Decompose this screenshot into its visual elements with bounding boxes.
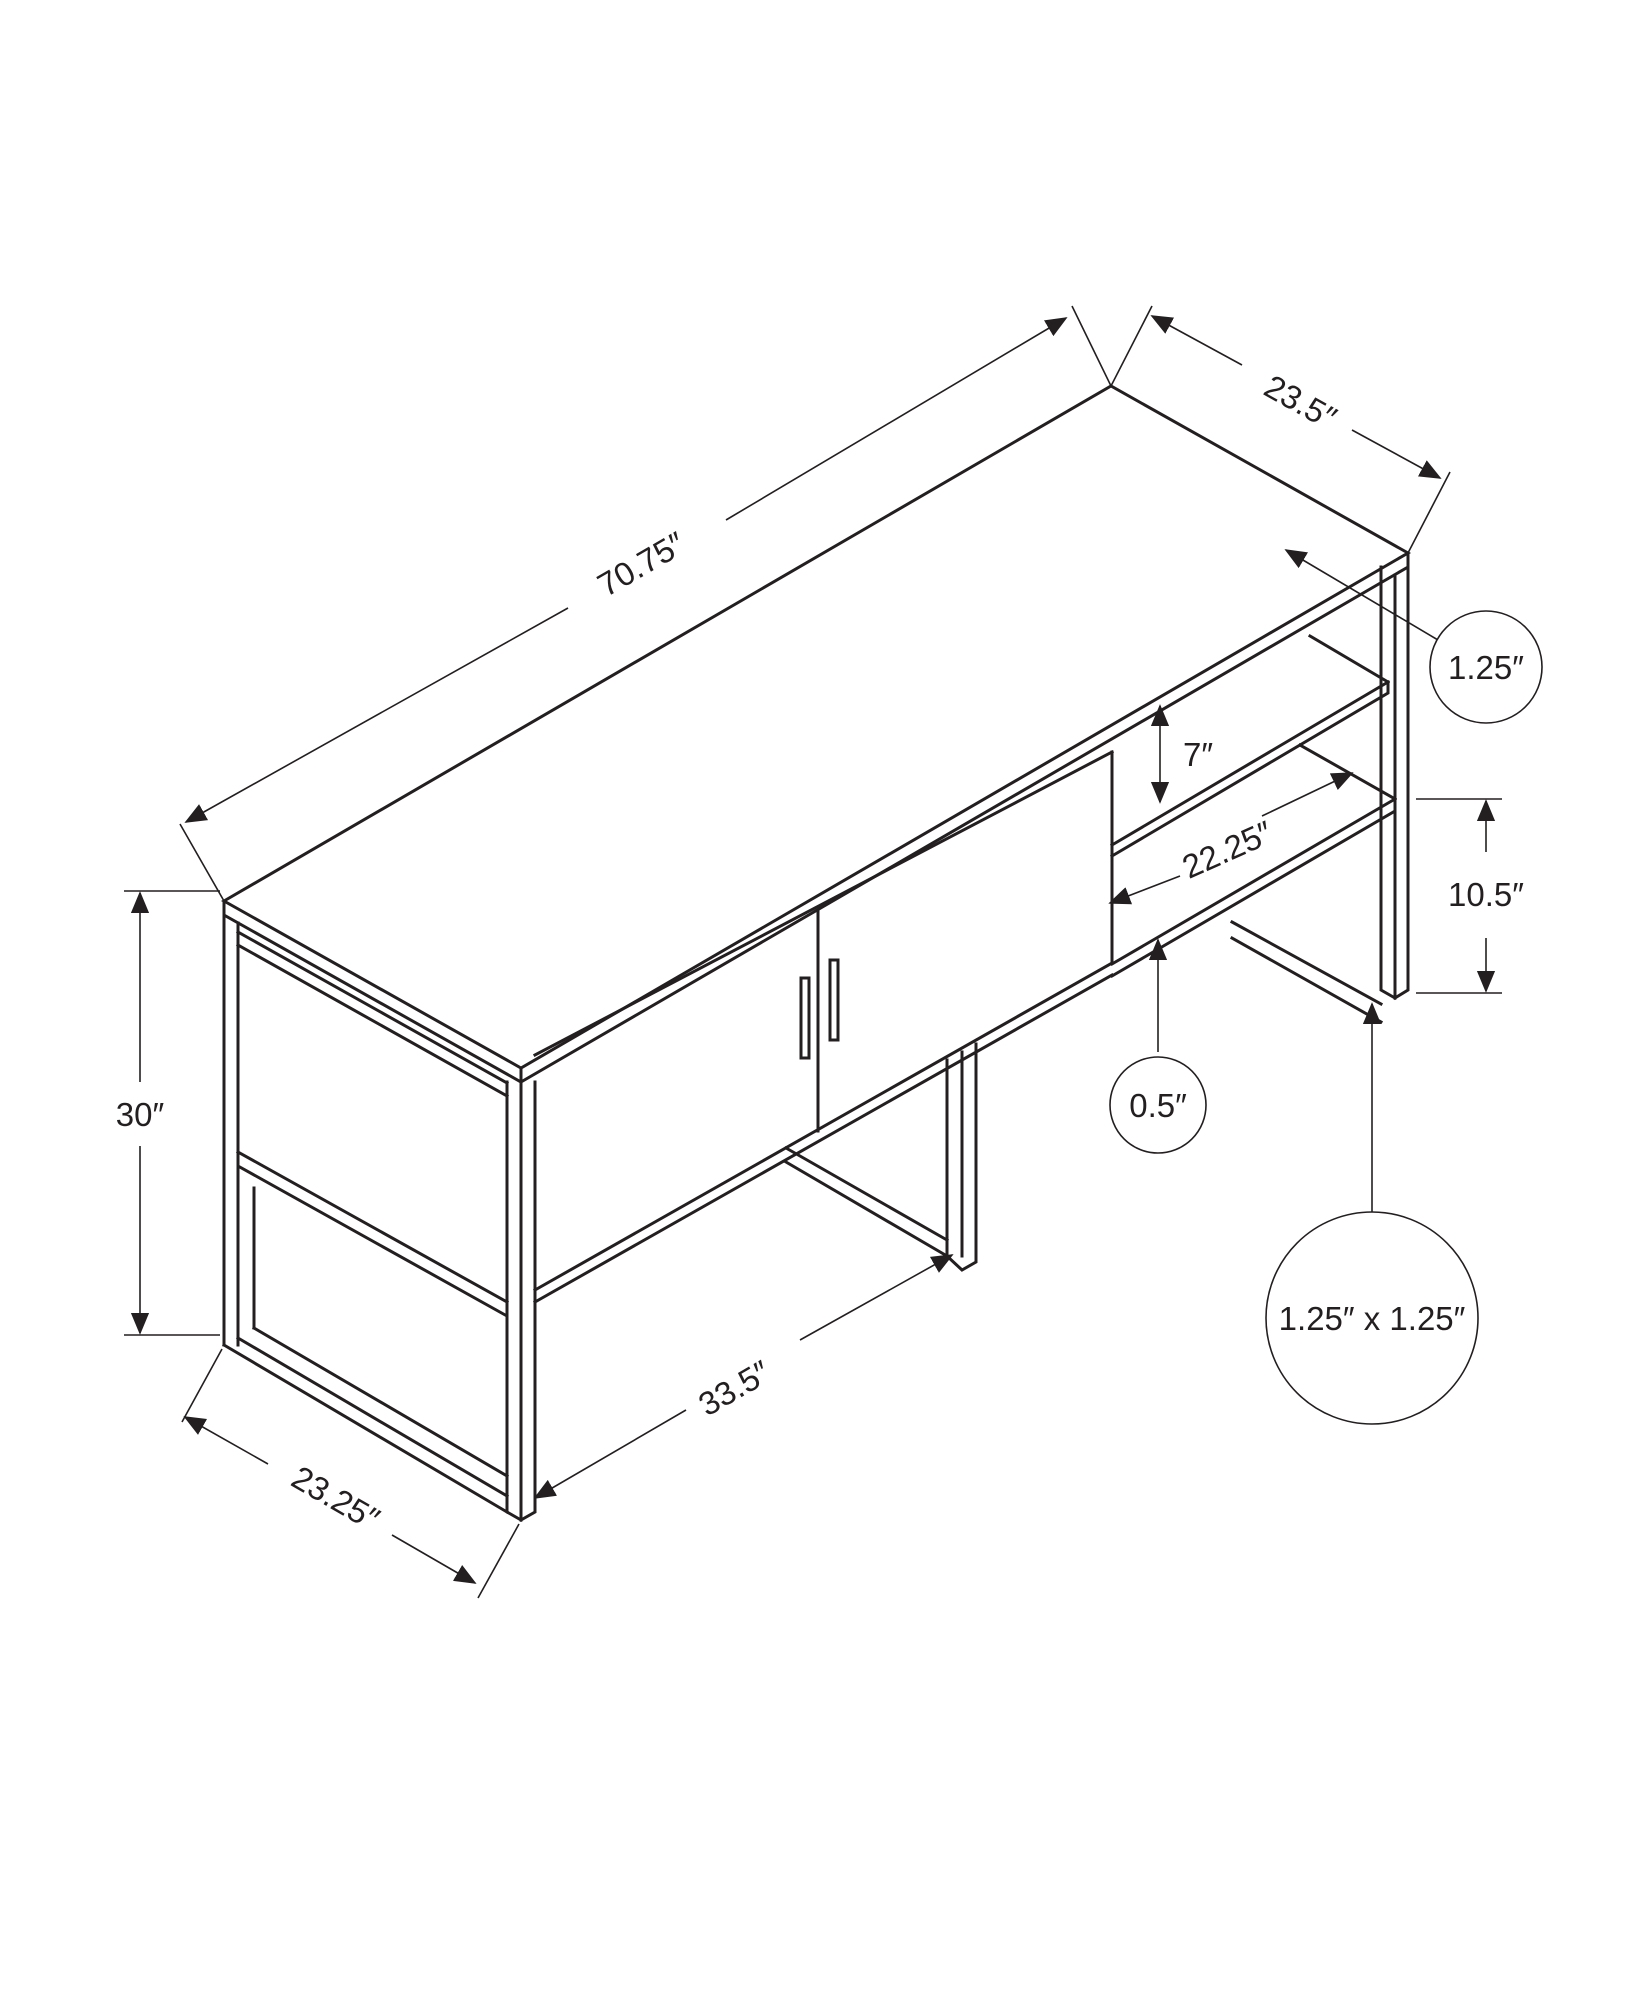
side-panel	[235, 1149, 510, 1319]
dim-top-thickness-label: 1.25″	[1448, 649, 1524, 686]
dim-leg-frame-depth-label: 23.25″	[286, 1458, 386, 1537]
door-handle-left	[799, 976, 811, 1060]
left-leg-frame	[221, 913, 510, 1515]
centre-leg-frame	[783, 1042, 978, 1272]
dim-leg-profile-label: 1.25″ x 1.25″	[1279, 1300, 1466, 1337]
dim-shelf-gap: 7″	[1150, 704, 1213, 804]
dim-leg-profile: 1.25″ x 1.25″	[1265, 1002, 1479, 1425]
dim-overall-height-label: 30″	[116, 1096, 165, 1133]
dim-overall-height: 30″	[116, 890, 220, 1336]
dim-shelf-depth: 22.25″	[1108, 772, 1354, 905]
shelf-thickness-bubble	[1109, 1056, 1207, 1154]
dim-lower-opening-label: 10.5″	[1448, 876, 1524, 913]
dim-shelf-gap-label: 7″	[1183, 736, 1213, 773]
cabinet	[532, 749, 1115, 1305]
door-handle-right	[828, 958, 840, 1042]
front-left-leg	[505, 1080, 537, 1523]
leg-profile-bubble	[1265, 1211, 1479, 1425]
dim-cabinet-width-label: 33.5″	[692, 1353, 777, 1423]
dim-top-depth: 23.5″	[1110, 305, 1451, 554]
dim-top-depth-label: 23.5″	[1258, 367, 1343, 436]
shelves	[1109, 633, 1398, 979]
dim-shelf-thickness: 0.5″	[1109, 938, 1207, 1154]
dim-lower-opening: 10.5″	[1416, 798, 1524, 994]
dim-cabinet-width: 33.5″	[533, 1254, 954, 1499]
dim-top-length: 70.75″	[179, 305, 1112, 902]
dim-shelf-thickness-label: 0.5″	[1129, 1087, 1187, 1124]
top-thickness-bubble	[1429, 610, 1543, 724]
tv-stand-outline	[220, 384, 1412, 1523]
right-leg-frame	[1229, 565, 1410, 1025]
dim-top-thickness: 1.25″	[1284, 549, 1543, 724]
dim-top-length-label: 70.75″	[591, 524, 691, 603]
dimension-lines: 70.75″ 23.5″ 1.25″ 7″ 22.25″	[116, 305, 1543, 1599]
table-top	[220, 384, 1412, 1085]
